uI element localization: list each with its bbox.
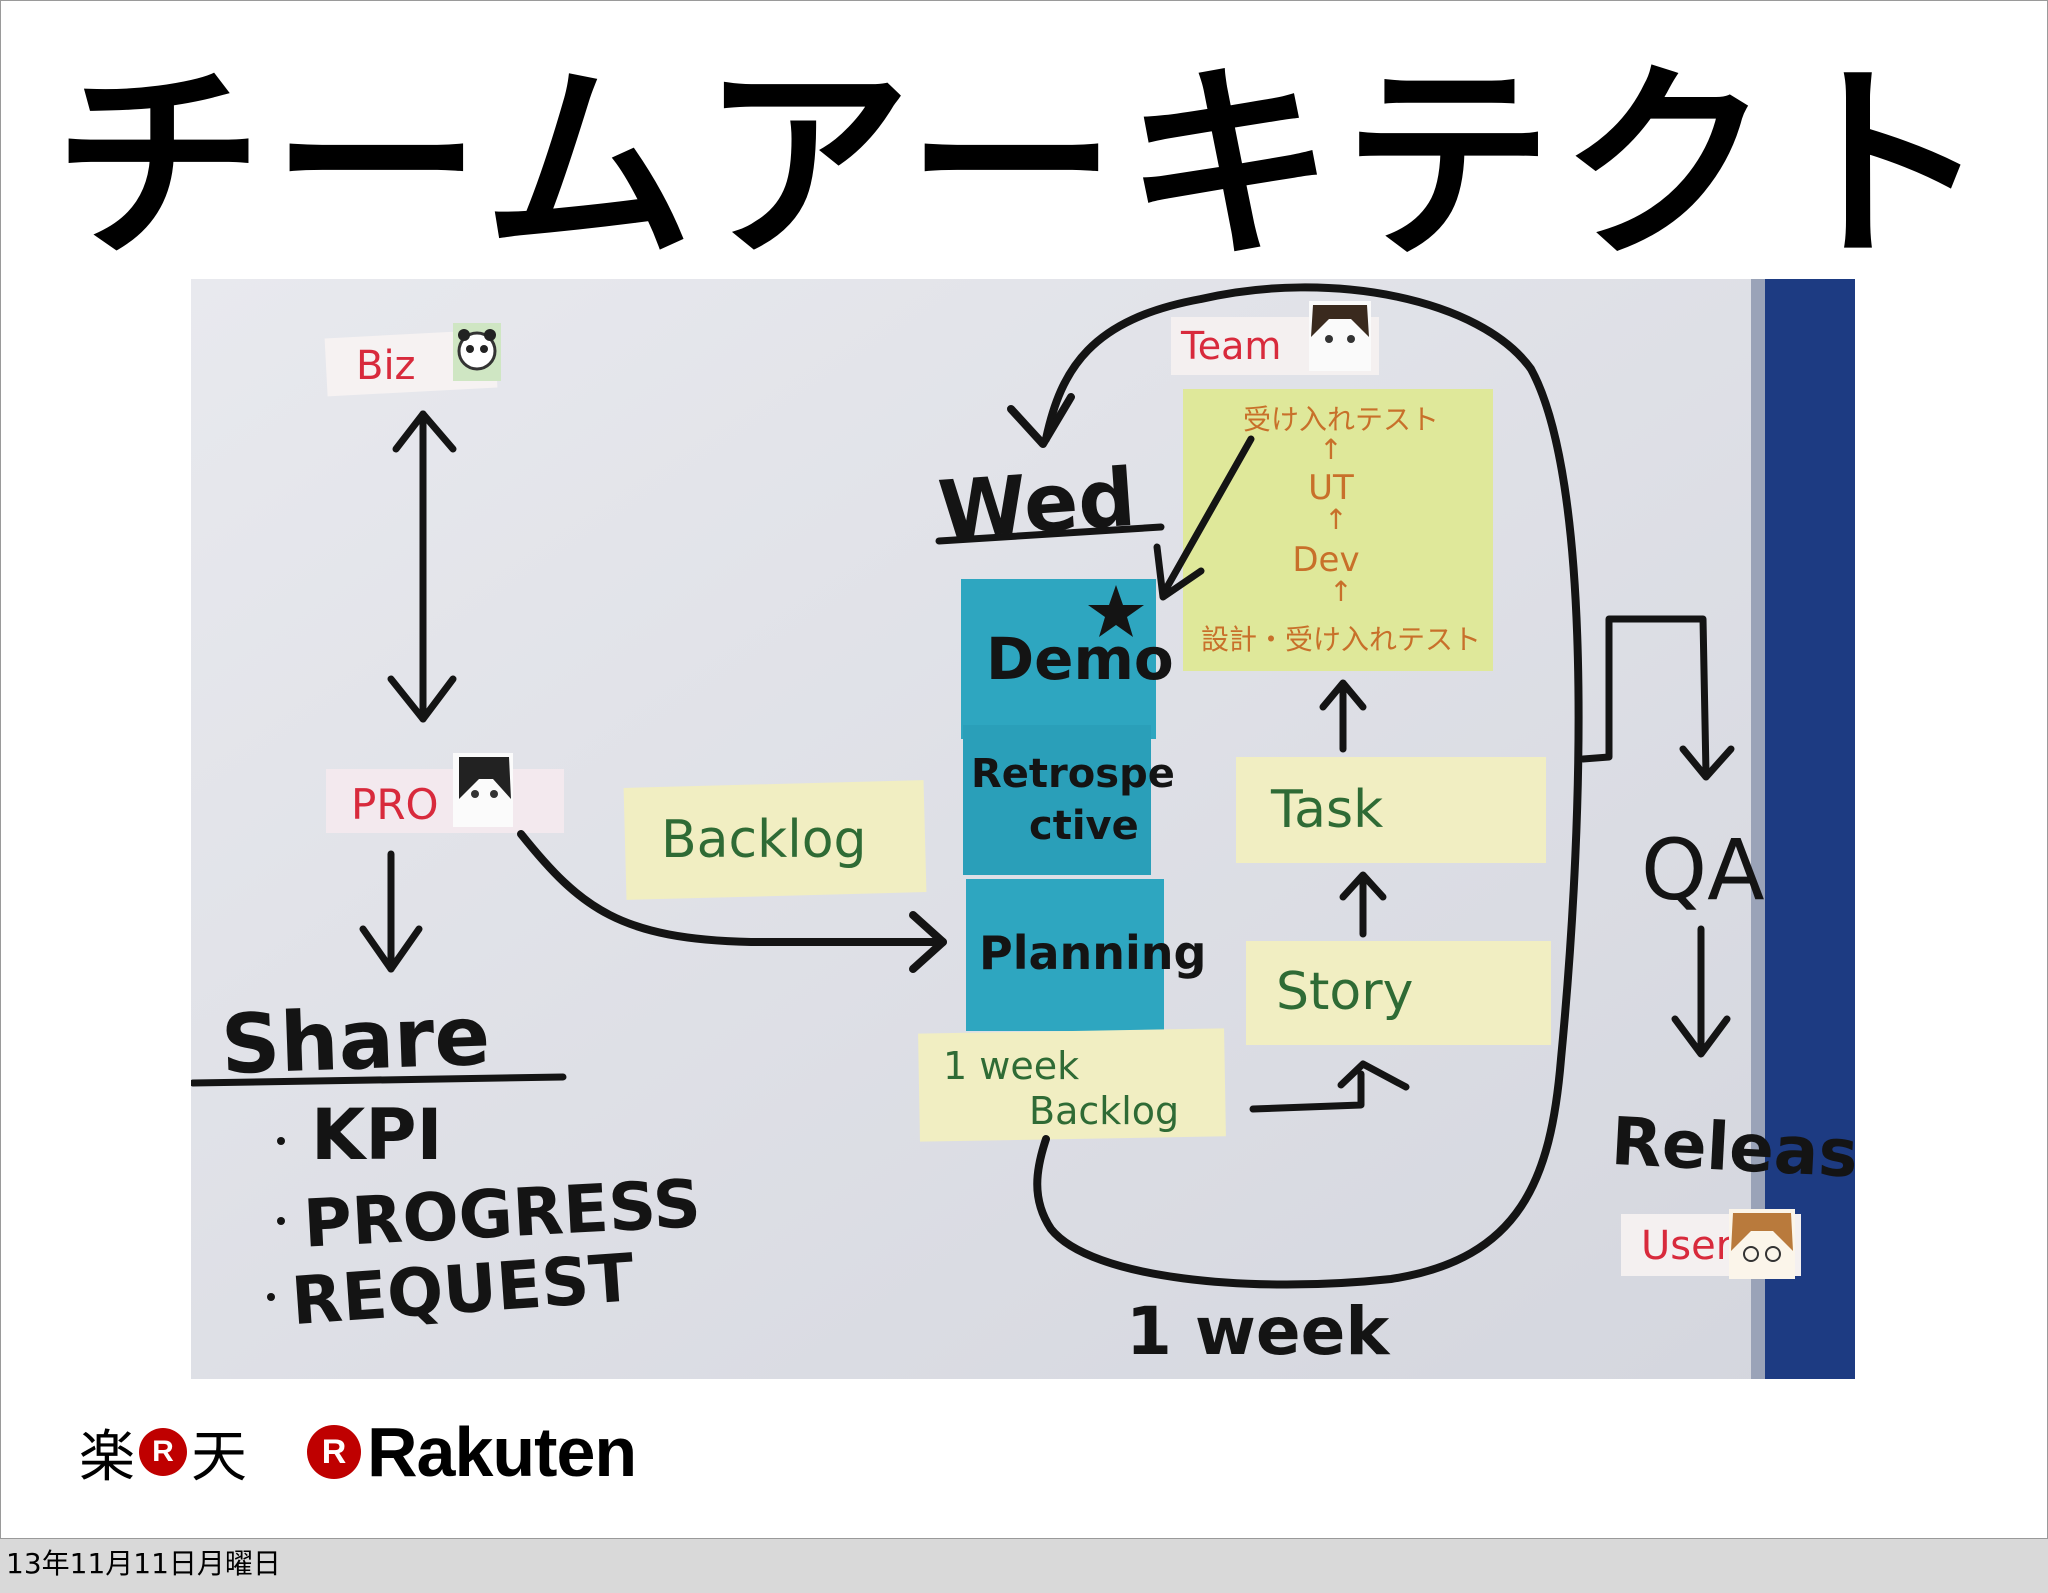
rakuten-r-icon: R	[307, 1425, 361, 1479]
svg-text:Story: Story	[1276, 962, 1413, 1022]
user-tag: User	[1621, 1209, 1801, 1279]
svg-text:Biz: Biz	[356, 343, 416, 389]
svg-text:ctive: ctive	[1029, 803, 1139, 849]
process-step: Dev	[1292, 540, 1359, 580]
share-list: KPI PROGRESS REQUEST	[267, 1094, 703, 1340]
planning-note: Planning	[966, 879, 1206, 1031]
pro-avatar-icon	[453, 753, 513, 827]
backlog-note: Backlog	[623, 780, 927, 900]
process-step: ↑	[1329, 575, 1352, 608]
demo-note: Demo	[961, 579, 1174, 739]
logo-jp-left: 楽	[79, 1424, 135, 1490]
week-backlog-note: 1 week Backlog	[918, 1028, 1226, 1142]
process-step: UT	[1308, 468, 1354, 508]
backlog-story-arrow	[1249, 1070, 1365, 1113]
team-avatar-icon	[1309, 301, 1371, 371]
process-step: ↑	[1319, 433, 1342, 466]
qa-label: QA	[1641, 821, 1765, 919]
rakuten-en-logo: R Rakuten	[307, 1413, 637, 1491]
release-label: Release	[1609, 1103, 1855, 1195]
rakuten-jp-logo: 楽 R 天	[79, 1417, 247, 1490]
pro-planning-arrow	[517, 830, 947, 946]
svg-text:Backlog: Backlog	[1029, 1089, 1179, 1133]
slide-title: チームアーキテクト	[53, 43, 1997, 288]
task-note: Task	[1236, 757, 1546, 863]
pro-tag: PRO	[326, 753, 564, 833]
one-week-label: 1 week	[1126, 1293, 1391, 1370]
board-frame	[1763, 279, 1855, 1379]
share-item: KPI	[311, 1094, 443, 1176]
footer-date: 13年11月11日月曜日	[6, 1547, 281, 1580]
biz-tag: Biz	[324, 323, 501, 397]
svg-text:Demo: Demo	[986, 625, 1174, 693]
story-note: Story	[1246, 941, 1551, 1045]
process-demo-arrow	[1162, 435, 1255, 593]
panda-avatar-icon	[453, 323, 501, 381]
process-note: 受け入れテスト ↑ UT ↑ Dev ↑ 設計・受け入れテスト	[1183, 389, 1493, 671]
process-step: 設計・受け入れテスト	[1201, 623, 1481, 656]
retrospective-note: Retrospe ctive	[963, 725, 1175, 875]
whiteboard-photo: Biz PRO Share	[191, 279, 1855, 1379]
release-branch-arrow	[1579, 615, 1710, 778]
svg-text:Backlog: Backlog	[661, 810, 867, 870]
process-step: 受け入れテスト	[1243, 403, 1439, 436]
svg-text:Retrospe: Retrospe	[971, 751, 1175, 797]
logo-jp-right: 天	[191, 1424, 247, 1490]
user-avatar-icon	[1729, 1209, 1795, 1279]
process-step: ↑	[1324, 503, 1347, 536]
weekly-cycle-loop	[1033, 283, 1583, 1289]
star-icon	[1088, 585, 1144, 637]
logo-en-text: Rakuten	[367, 1413, 637, 1491]
rakuten-r-icon: R	[139, 1428, 187, 1476]
svg-text:User: User	[1641, 1223, 1733, 1269]
svg-text:Planning: Planning	[979, 926, 1206, 980]
svg-text:Team: Team	[1180, 324, 1281, 368]
svg-text:1 week: 1 week	[943, 1044, 1079, 1088]
svg-text:Task: Task	[1270, 780, 1383, 840]
slide: チームアーキテクト Biz	[0, 0, 2048, 1539]
svg-text:PRO: PRO	[351, 780, 439, 829]
team-tag: Team	[1171, 301, 1379, 375]
